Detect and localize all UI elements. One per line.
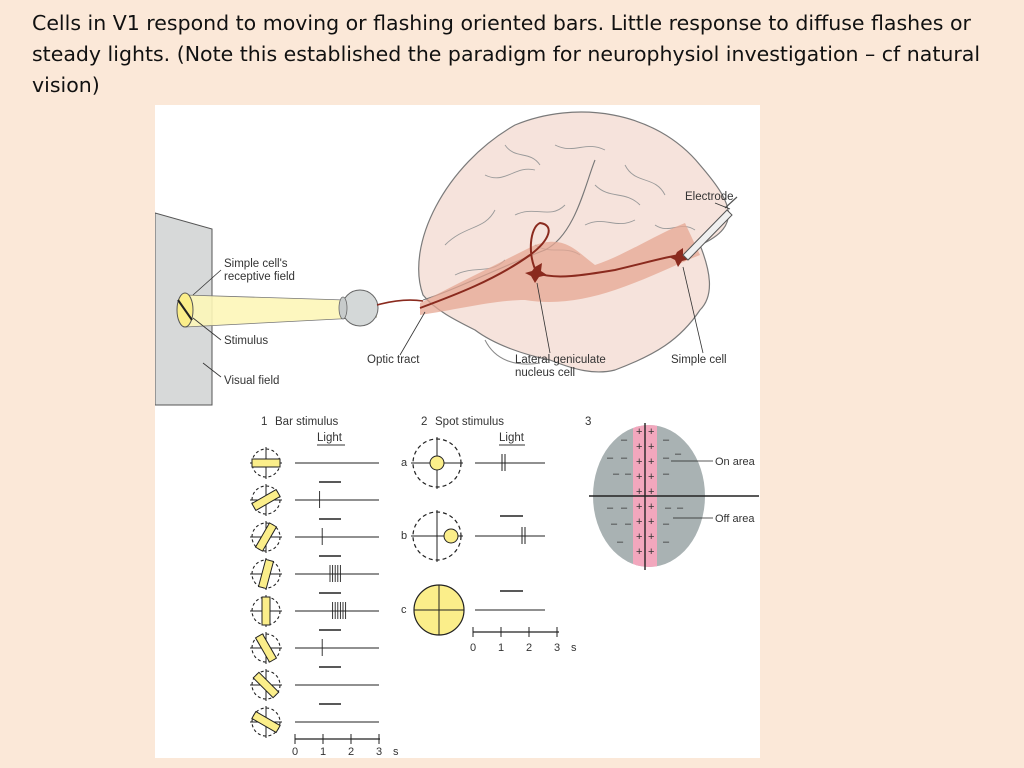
p1-tick-2: 2	[348, 746, 354, 758]
p2-row-a-label: a	[401, 457, 408, 469]
label-simple-cell: Simple cell	[671, 354, 727, 366]
plus-sign: +	[648, 486, 654, 498]
label-stimulus: Stimulus	[224, 335, 268, 347]
plus-sign: +	[636, 426, 642, 438]
p2-row-b-label: b	[401, 530, 407, 542]
label-receptive-field-1: Simple cell's	[224, 258, 288, 270]
bar-stimulus-row	[250, 482, 379, 516]
label-lgn-1: Lateral geniculate	[515, 354, 606, 366]
minus-sign: –	[663, 518, 670, 530]
panel2-number: 2	[421, 416, 427, 428]
p2-tick-0: 0	[470, 642, 476, 654]
plus-sign: +	[648, 546, 654, 558]
p1-tick-0: 0	[292, 746, 298, 758]
panel-bar-stimulus: 1 Bar stimulus Light 0 1 2 3 s	[250, 416, 399, 758]
minus-sign: –	[617, 536, 624, 548]
panel2-title: Spot stimulus	[435, 416, 504, 428]
plus-sign: +	[648, 441, 654, 453]
visual-system-figure: Electrode Simple cell's receptive field …	[155, 105, 760, 758]
minus-sign: –	[625, 518, 632, 530]
slide-caption: Cells in V1 respond to moving or flashin…	[32, 8, 992, 101]
minus-sign: –	[663, 468, 670, 480]
panel2-light-label: Light	[499, 432, 525, 444]
plus-sign: +	[636, 531, 642, 543]
bar-stimulus-row	[250, 447, 379, 479]
p1-tick-3: 3	[376, 746, 382, 758]
minus-sign: –	[621, 452, 628, 464]
eye-icon	[339, 290, 378, 326]
p2-tick-1: 1	[498, 642, 504, 654]
minus-sign: –	[625, 468, 632, 480]
plus-sign: +	[636, 486, 642, 498]
bar-stimulus-row	[250, 630, 379, 664]
plus-sign: +	[648, 531, 654, 543]
minus-sign: –	[607, 502, 614, 514]
panel1-number: 1	[261, 416, 267, 428]
plus-sign: +	[648, 456, 654, 468]
bar-stimulus-row	[250, 556, 379, 590]
plus-sign: +	[648, 471, 654, 483]
figure-svg: Electrode Simple cell's receptive field …	[155, 105, 760, 758]
minus-sign: –	[677, 502, 684, 514]
label-receptive-field-2: receptive field	[224, 271, 295, 283]
minus-sign: –	[663, 536, 670, 548]
plus-sign: +	[636, 456, 642, 468]
p2-unit: s	[571, 642, 577, 654]
panel1-title: Bar stimulus	[275, 416, 339, 428]
label-on-area: On area	[715, 456, 756, 468]
label-lgn-2: nucleus cell	[515, 367, 575, 379]
spot-stimulus-b	[411, 510, 463, 562]
plus-sign: +	[648, 501, 654, 513]
plus-sign: +	[636, 501, 642, 513]
panel-spot-stimulus: 2 Spot stimulus Light a b c	[401, 416, 577, 654]
plus-sign: +	[648, 426, 654, 438]
plus-sign: +	[636, 441, 642, 453]
minus-sign: –	[611, 518, 618, 530]
p2-tick-2: 2	[526, 642, 532, 654]
minus-sign: –	[675, 448, 682, 460]
minus-sign: –	[663, 452, 670, 464]
bar-stimulus-icon	[262, 597, 270, 625]
bar-stimulus-row	[250, 667, 379, 701]
plus-sign: +	[648, 516, 654, 528]
p1-unit: s	[393, 746, 399, 758]
minus-sign: –	[621, 434, 628, 446]
label-electrode: Electrode	[685, 191, 734, 203]
plus-sign: +	[636, 471, 642, 483]
bar-stimulus-row	[250, 593, 379, 627]
plus-sign: +	[636, 546, 642, 558]
p1-tick-1: 1	[320, 746, 326, 758]
minus-sign: –	[613, 468, 620, 480]
bar-stimulus-row	[250, 519, 379, 553]
p2-tick-3: 3	[554, 642, 560, 654]
minus-sign: –	[663, 434, 670, 446]
panel1-light-label: Light	[317, 432, 343, 444]
plus-sign: +	[636, 516, 642, 528]
spot-stimulus-a	[411, 437, 463, 489]
label-optic-tract: Optic tract	[367, 354, 420, 366]
panel3-number: 3	[585, 416, 591, 428]
minus-sign: –	[621, 502, 628, 514]
label-off-area: Off area	[715, 513, 755, 525]
bar-stimulus-row	[250, 704, 379, 738]
spot-stimulus-c	[414, 585, 464, 635]
panel-receptive-field-map: 3 ++++++++++++++++++–––––––––––––––––– O…	[585, 416, 759, 573]
minus-sign: –	[607, 452, 614, 464]
p2-row-c-label: c	[401, 604, 407, 616]
label-visual-field: Visual field	[224, 375, 279, 387]
bar-stimulus-icon	[252, 459, 280, 467]
panel1-rows	[250, 447, 379, 738]
minus-sign: –	[665, 502, 672, 514]
